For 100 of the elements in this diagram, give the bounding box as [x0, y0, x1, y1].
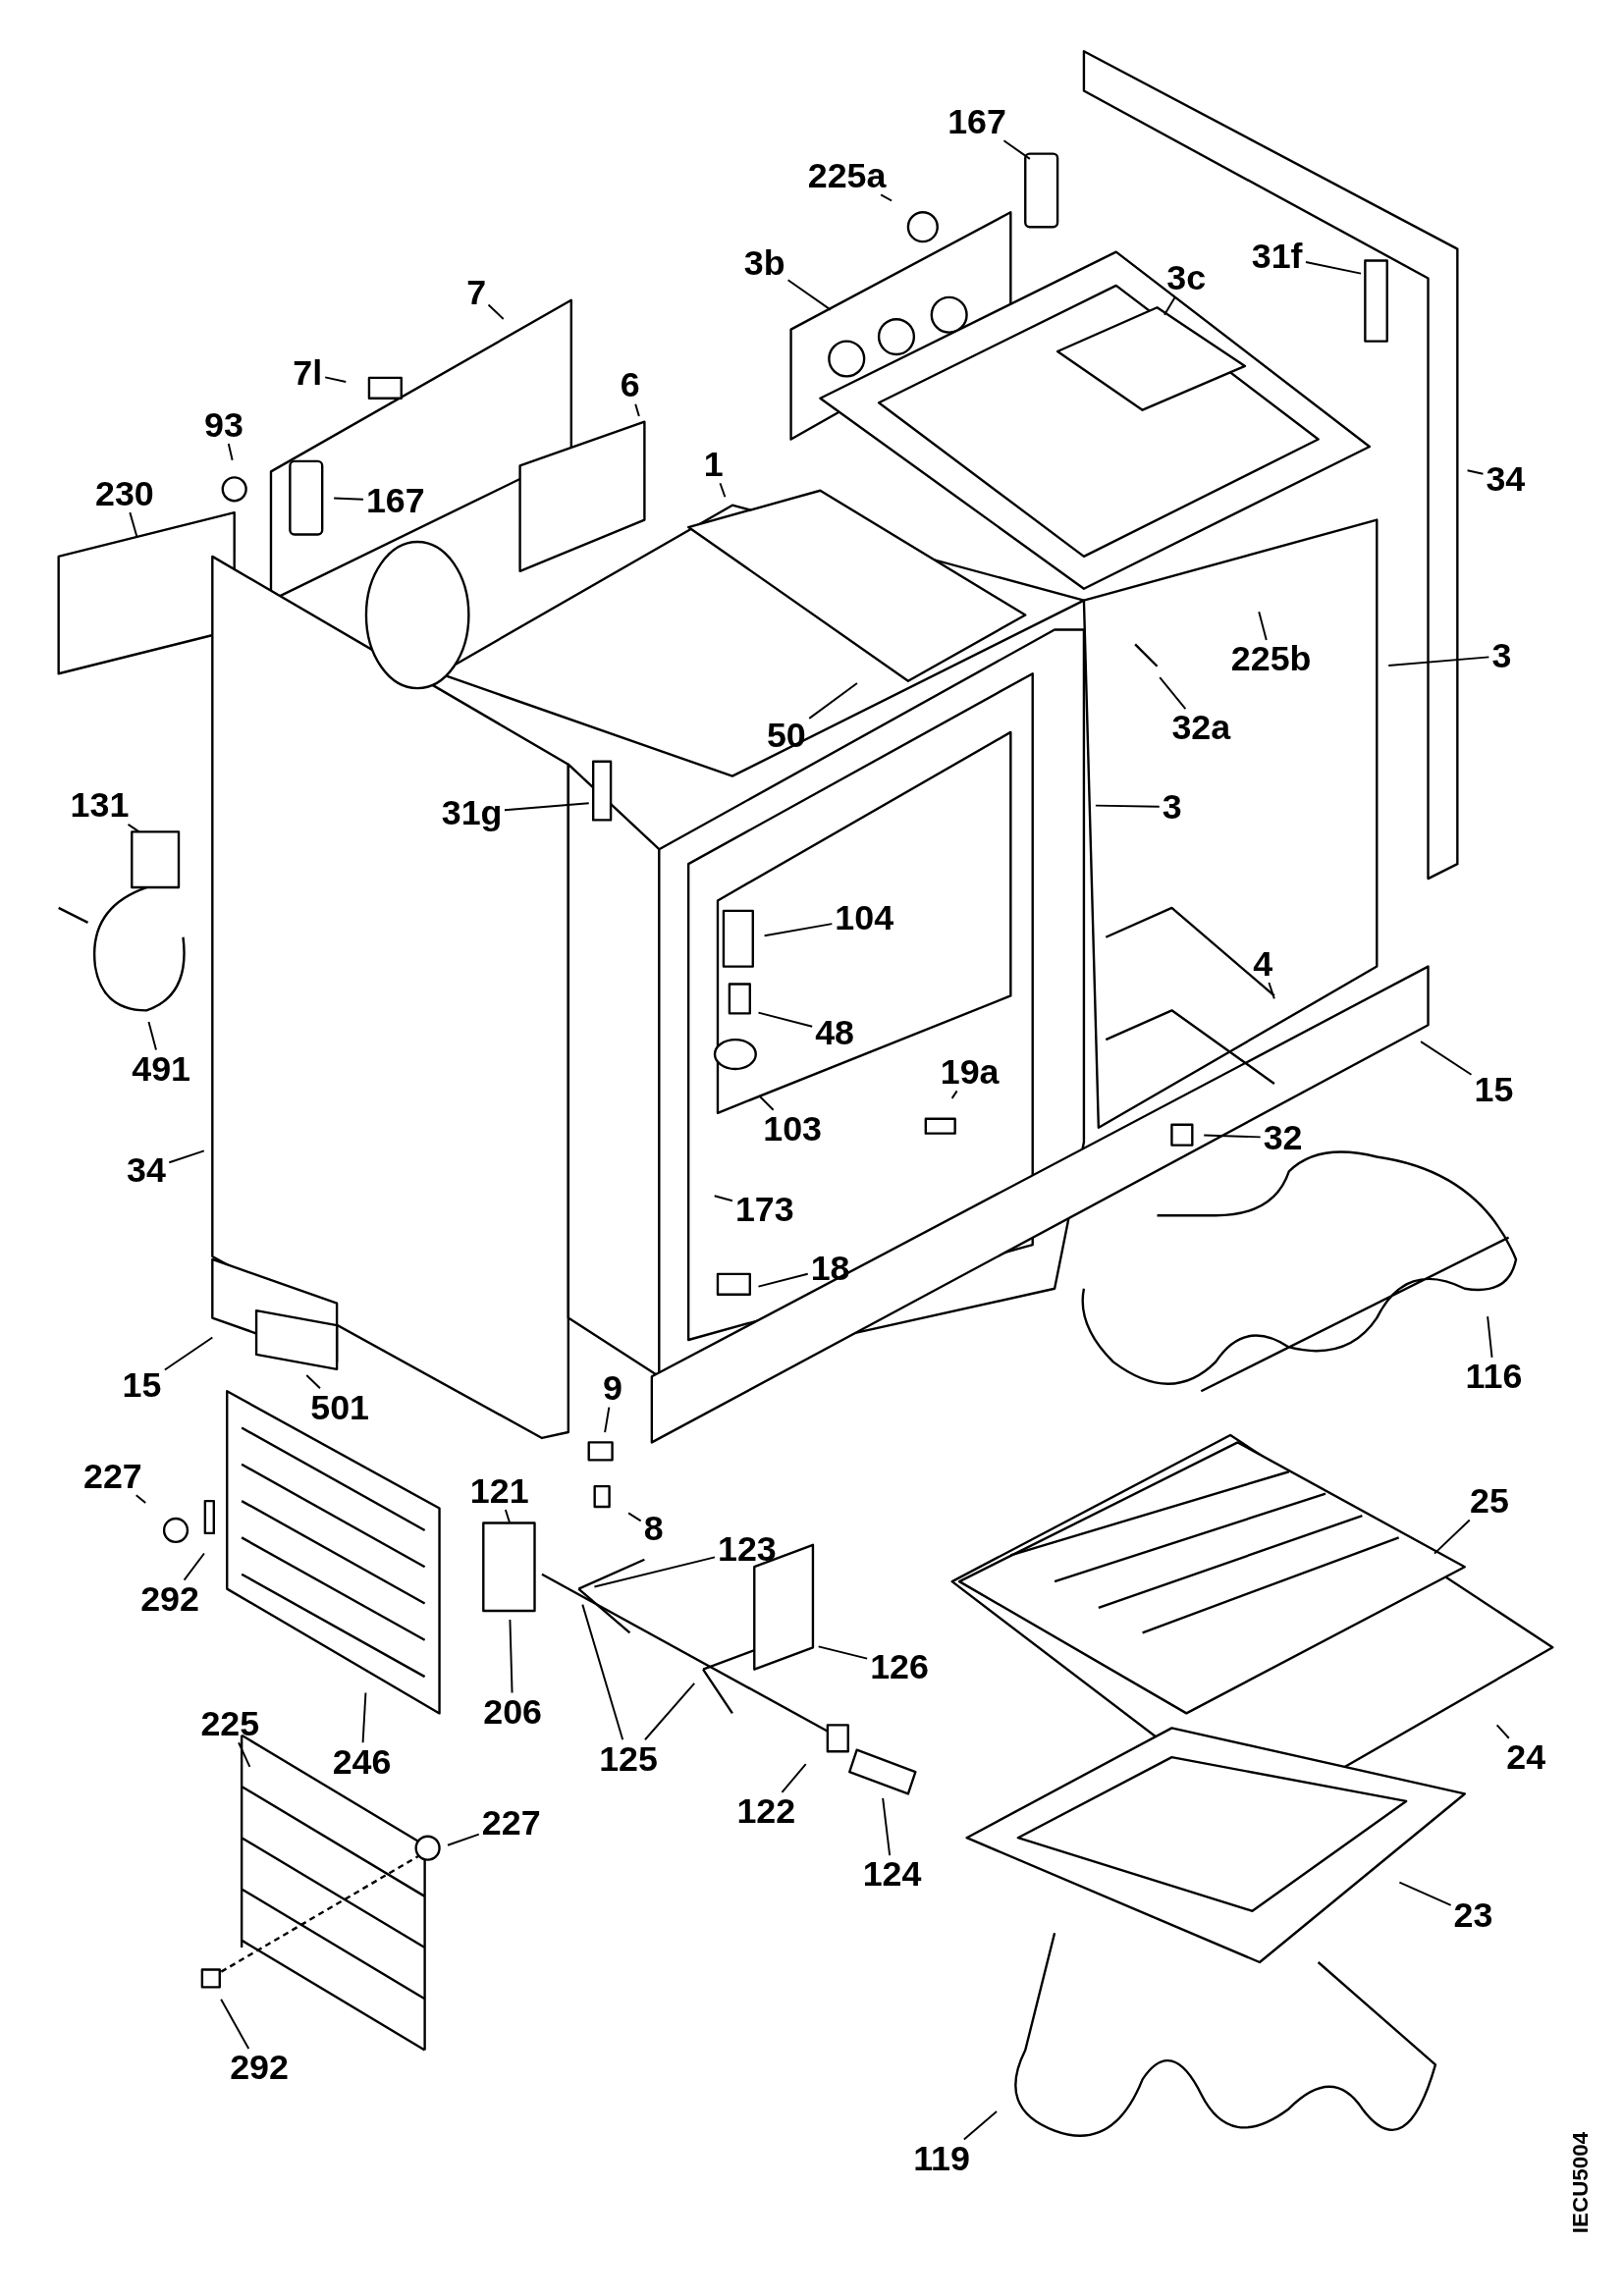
leader-line: [129, 511, 138, 538]
leader-line: [757, 1011, 814, 1028]
leader-line: [1387, 656, 1490, 667]
leader-line: [763, 923, 834, 937]
leader-line: [1398, 1881, 1452, 1906]
leader-line: [950, 1090, 958, 1099]
callout-number: 126: [870, 1648, 929, 1684]
callout-number: 104: [835, 900, 894, 936]
callout-number: 31g: [441, 795, 503, 830]
leader-line: [509, 1618, 514, 1694]
leader-line: [1495, 1724, 1510, 1739]
callout-number: 225a: [807, 158, 887, 193]
leader-line: [168, 1149, 205, 1164]
leader-line: [719, 482, 727, 499]
callout-number: 227: [83, 1458, 142, 1494]
callout-number: 131: [70, 787, 130, 824]
leader-line: [713, 1195, 733, 1202]
callout-number: 3: [1162, 789, 1182, 825]
callout-number: 173: [734, 1192, 794, 1228]
leader-line: [238, 1741, 251, 1768]
leader-line: [1159, 676, 1187, 710]
leader-line: [503, 802, 590, 812]
leader-line: [786, 279, 832, 311]
leader-line: [1002, 139, 1031, 160]
callout-number: 124: [862, 1856, 922, 1893]
leader-line: [504, 1509, 512, 1524]
leader-line: [882, 1796, 892, 1857]
leader-line: [1434, 1519, 1471, 1555]
leader-line: [593, 1556, 716, 1588]
leader-line: [324, 376, 348, 383]
leader-line: [581, 1603, 624, 1741]
callout-number: 9: [602, 1370, 622, 1407]
callout-number: 123: [718, 1531, 777, 1568]
leader-line: [163, 1336, 214, 1371]
leader-line: [127, 823, 140, 833]
callout-number: 1: [703, 447, 724, 482]
callout-number: 292: [230, 2050, 289, 2086]
callout-number: 3: [1491, 638, 1512, 674]
leader-line: [1420, 1041, 1473, 1076]
callout-number: 32a: [1171, 710, 1231, 746]
callout-number: 48: [815, 1014, 854, 1050]
leader-line: [135, 1494, 147, 1504]
leader-line: [634, 402, 640, 417]
leader-line: [817, 1645, 869, 1660]
leader-line: [1466, 469, 1485, 475]
leader-line: [361, 1691, 367, 1744]
leader-line: [1304, 261, 1363, 275]
callout-number: 246: [332, 1743, 392, 1780]
callout-number: 32: [1263, 1120, 1303, 1156]
leader-line: [757, 1272, 809, 1288]
leader-line: [1203, 1134, 1262, 1139]
callout-number: 4: [1253, 945, 1273, 982]
leader-line: [758, 1095, 775, 1111]
callout-number: 167: [365, 483, 425, 519]
callout-number: 24: [1506, 1739, 1546, 1776]
callout-number: 19a: [940, 1054, 1000, 1090]
callout-number: 206: [483, 1694, 543, 1730]
leader-line: [487, 303, 505, 320]
callout-number: 292: [140, 1581, 199, 1617]
drawing-code: IECU5004: [1566, 2131, 1592, 2233]
callout-number: 6: [620, 367, 640, 403]
callout-number: 15: [122, 1367, 162, 1404]
leader-line: [1258, 611, 1268, 641]
callout-number: 225b: [1230, 641, 1312, 677]
leader-line: [1487, 1315, 1493, 1359]
leader-line: [962, 2110, 999, 2141]
callout-number: 121: [469, 1472, 529, 1509]
leader-line: [808, 682, 858, 720]
callout-number: 3b: [743, 245, 785, 282]
leader-line: [880, 193, 893, 202]
callout-number: 122: [736, 1793, 796, 1830]
leader-line: [183, 1552, 205, 1581]
leader-line: [1268, 982, 1275, 1000]
callout-number: 7l: [293, 355, 323, 392]
callout-number: 25: [1470, 1483, 1509, 1519]
leader-line: [333, 497, 364, 501]
leader-line: [227, 443, 234, 461]
leader-line: [447, 1833, 480, 1846]
callout-number: 167: [947, 103, 1006, 139]
callout-number: 3c: [1166, 260, 1207, 296]
callout-number: 15: [1474, 1072, 1514, 1107]
leader-line: [604, 1406, 611, 1434]
callout-number: 103: [763, 1111, 822, 1148]
callout-number: 227: [481, 1805, 541, 1842]
callout-number: 230: [94, 475, 154, 511]
callout-number: 31f: [1251, 239, 1303, 274]
leader-line: [781, 1763, 807, 1793]
callout-number: 125: [599, 1740, 658, 1777]
leader-line: [1163, 295, 1176, 316]
leader-line: [1094, 804, 1161, 808]
callout-number: 501: [310, 1389, 369, 1425]
leader-line: [220, 1998, 250, 2050]
leader-line: [305, 1374, 321, 1390]
callout-number: 34: [1486, 460, 1526, 497]
callout-number: 116: [1465, 1359, 1523, 1395]
callout-number: 93: [204, 406, 243, 443]
callout-number: 8: [643, 1511, 664, 1547]
leader-line: [644, 1682, 696, 1741]
callout-number: 50: [766, 718, 806, 753]
leader-line: [627, 1512, 642, 1522]
